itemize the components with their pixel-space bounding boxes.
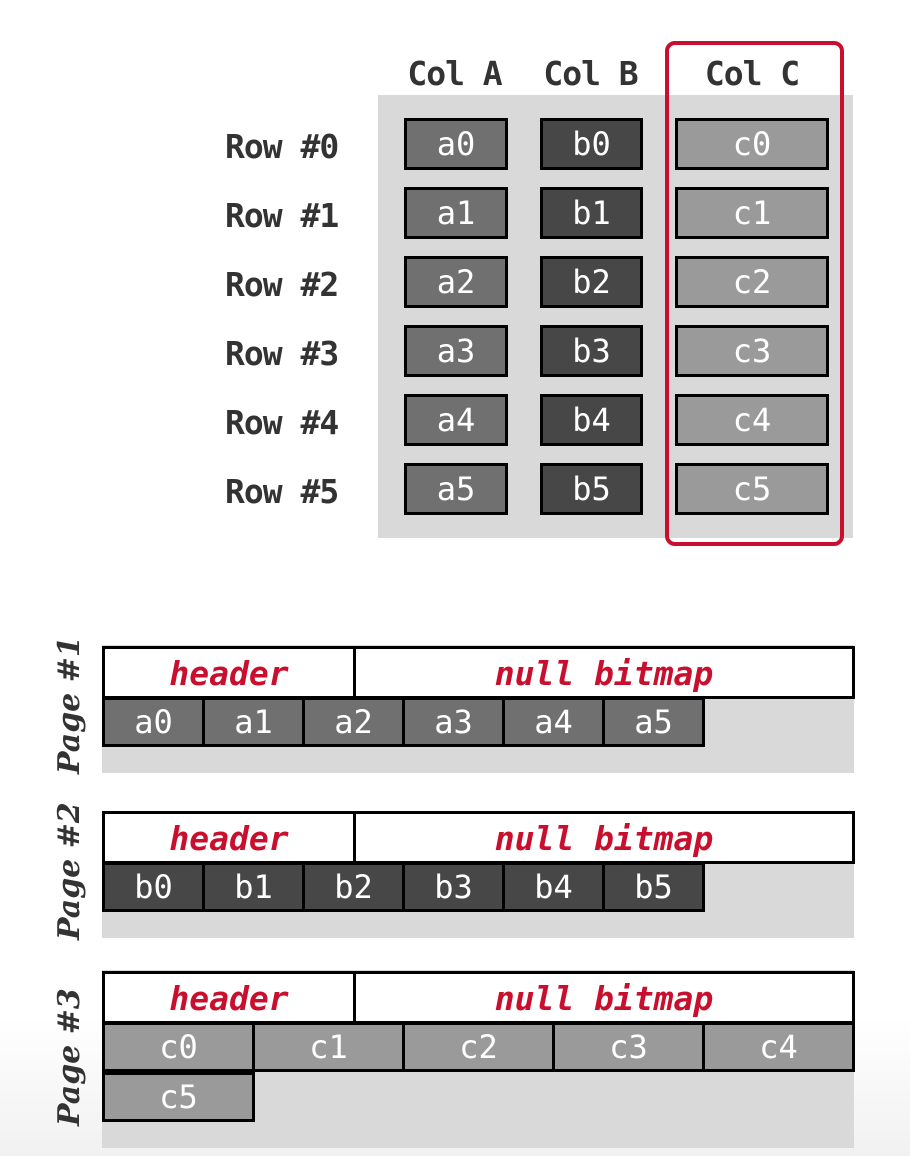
cell-a1: a1 bbox=[404, 187, 508, 239]
cell-a5: a5 bbox=[404, 463, 508, 515]
page-3-value: c4 bbox=[702, 1022, 855, 1072]
cell-a4: a4 bbox=[404, 394, 508, 446]
cell-a0: a0 bbox=[404, 118, 508, 170]
page-1-value: a5 bbox=[602, 697, 705, 747]
cell-c0: c0 bbox=[675, 118, 829, 170]
column-c-highlight bbox=[665, 41, 844, 546]
page-2-value: b3 bbox=[402, 862, 505, 912]
column-header-b: Col B bbox=[543, 54, 638, 93]
cell-c4: c4 bbox=[675, 394, 829, 446]
page-1-value: a4 bbox=[502, 697, 605, 747]
cell-b0: b0 bbox=[540, 118, 643, 170]
cell-c2: c2 bbox=[675, 256, 829, 308]
cell-b4: b4 bbox=[540, 394, 643, 446]
cell-b1: b1 bbox=[540, 187, 643, 239]
cell-c5: c5 bbox=[675, 463, 829, 515]
page-3-null-bitmap: null bitmap bbox=[353, 971, 855, 1024]
page-3-value: c0 bbox=[102, 1022, 255, 1072]
row-label-0: Row #0 bbox=[225, 127, 339, 166]
page-1-value: a3 bbox=[402, 697, 505, 747]
cell-a3: a3 bbox=[404, 325, 508, 377]
page-1-header: header bbox=[102, 646, 356, 699]
page-3-header: header bbox=[102, 971, 356, 1024]
page-2-label: Page #2 bbox=[52, 802, 87, 940]
cell-b3: b3 bbox=[540, 325, 643, 377]
row-label-5: Row #5 bbox=[225, 472, 339, 511]
page-1-value: a1 bbox=[202, 697, 305, 747]
column-header-a: Col A bbox=[407, 54, 502, 93]
cell-a2: a2 bbox=[404, 256, 508, 308]
cell-c1: c1 bbox=[675, 187, 829, 239]
cell-b5: b5 bbox=[540, 463, 643, 515]
page-1-value: a2 bbox=[302, 697, 405, 747]
page-2-value: b0 bbox=[102, 862, 205, 912]
page-1-label: Page #1 bbox=[52, 636, 87, 774]
page-3-label: Page #3 bbox=[52, 988, 87, 1126]
page-2-value: b4 bbox=[502, 862, 605, 912]
page-2-value: b5 bbox=[602, 862, 705, 912]
column-header-c: Col C bbox=[704, 54, 800, 93]
page-1-null-bitmap: null bitmap bbox=[353, 646, 855, 699]
row-label-3: Row #3 bbox=[225, 334, 339, 373]
page-3-value: c2 bbox=[402, 1022, 555, 1072]
page-3-value: c5 bbox=[102, 1072, 255, 1122]
page-2-value: b2 bbox=[302, 862, 405, 912]
page-3-value: c1 bbox=[252, 1022, 405, 1072]
cell-b2: b2 bbox=[540, 256, 643, 308]
cell-c3: c3 bbox=[675, 325, 829, 377]
page-2-value: b1 bbox=[202, 862, 305, 912]
row-label-4: Row #4 bbox=[225, 403, 339, 442]
row-label-2: Row #2 bbox=[225, 265, 339, 304]
page-1-value: a0 bbox=[102, 697, 205, 747]
page-3-value: c3 bbox=[552, 1022, 705, 1072]
page-2-null-bitmap: null bitmap bbox=[353, 811, 855, 864]
page-2-header: header bbox=[102, 811, 356, 864]
row-label-1: Row #1 bbox=[225, 196, 339, 235]
